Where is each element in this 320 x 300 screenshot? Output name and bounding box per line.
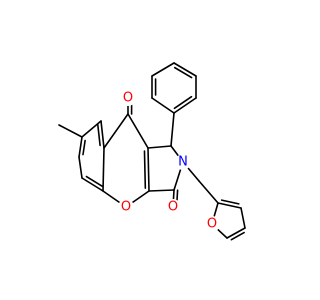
bond-C9a-C1 — [147, 145, 172, 149]
bond-layer — [58, 62, 246, 241]
atom-n-lactam: N — [175, 154, 191, 170]
atom-label-layer: O O O N O — [118, 90, 220, 232]
bond-C3-O3-second — [176, 189, 179, 202]
atom-label-o-pyran: O — [121, 200, 131, 215]
bond-N2-CH2 — [186, 166, 200, 182]
bond-C8a-C9 — [103, 113, 129, 149]
bond-O1f-F5 — [216, 227, 228, 239]
bond-CH2-F2 — [198, 180, 219, 204]
atom-o-carbonyl-right: O — [165, 199, 181, 215]
bond-O4-C4a — [102, 190, 122, 204]
atom-o-pyran: O — [118, 199, 134, 215]
bond-C9-C9a — [127, 113, 149, 149]
bond-C3a-C9a — [147, 147, 150, 192]
bond-C6-C7-second — [82, 139, 86, 156]
bond-N2-C3 — [173, 167, 182, 191]
bond-C8a-C4a — [102, 147, 105, 192]
bond-Ph1-Ph2 — [173, 97, 197, 114]
bond-C4a-C5 — [81, 177, 104, 192]
bond-F5-F4 — [226, 227, 246, 239]
bond-C8-C8a-second — [96, 123, 101, 147]
bond-Ph6-Ph1 — [151, 97, 175, 114]
bond-F5-F4-second — [230, 231, 245, 241]
chemical-structure: O O O N O — [58, 62, 246, 241]
bond-F3-F2-second — [220, 199, 240, 205]
bond-C1-N2 — [170, 145, 180, 158]
bond-C5-C6 — [78, 156, 83, 179]
bond-Ph3-Ph4-second — [173, 66, 193, 79]
bond-C8-C8a — [100, 120, 105, 149]
bond-C4a-C5-second — [85, 175, 104, 188]
bond-C3a-C9a-second — [143, 150, 147, 189]
bond-F3-F2 — [217, 202, 242, 209]
atom-o-furan: O — [204, 216, 220, 232]
atom-label-o-furan: O — [207, 217, 217, 232]
bond-C3-C3a — [148, 189, 175, 192]
bond-Ph1-Ph2-second — [173, 95, 193, 110]
bond-F2-O1f — [213, 202, 219, 219]
bond-C3-O3 — [172, 189, 175, 201]
bond-C3a-O4 — [130, 190, 150, 204]
atom-label-o-carbonyl-right: O — [168, 200, 178, 215]
bond-Ph4-Ph5 — [151, 62, 175, 77]
bond-C1-Ph1 — [170, 112, 175, 147]
bond-C7-Me — [58, 124, 83, 138]
atom-label-n-lactam: N — [178, 155, 188, 170]
bond-F4-F3 — [240, 207, 246, 229]
atom-o-carbonyl-top: O — [120, 90, 136, 106]
bond-Ph3-Ph4 — [173, 62, 197, 77]
bond-C6-C7 — [78, 136, 83, 158]
atom-label-o-carbonyl-top: O — [123, 91, 133, 106]
